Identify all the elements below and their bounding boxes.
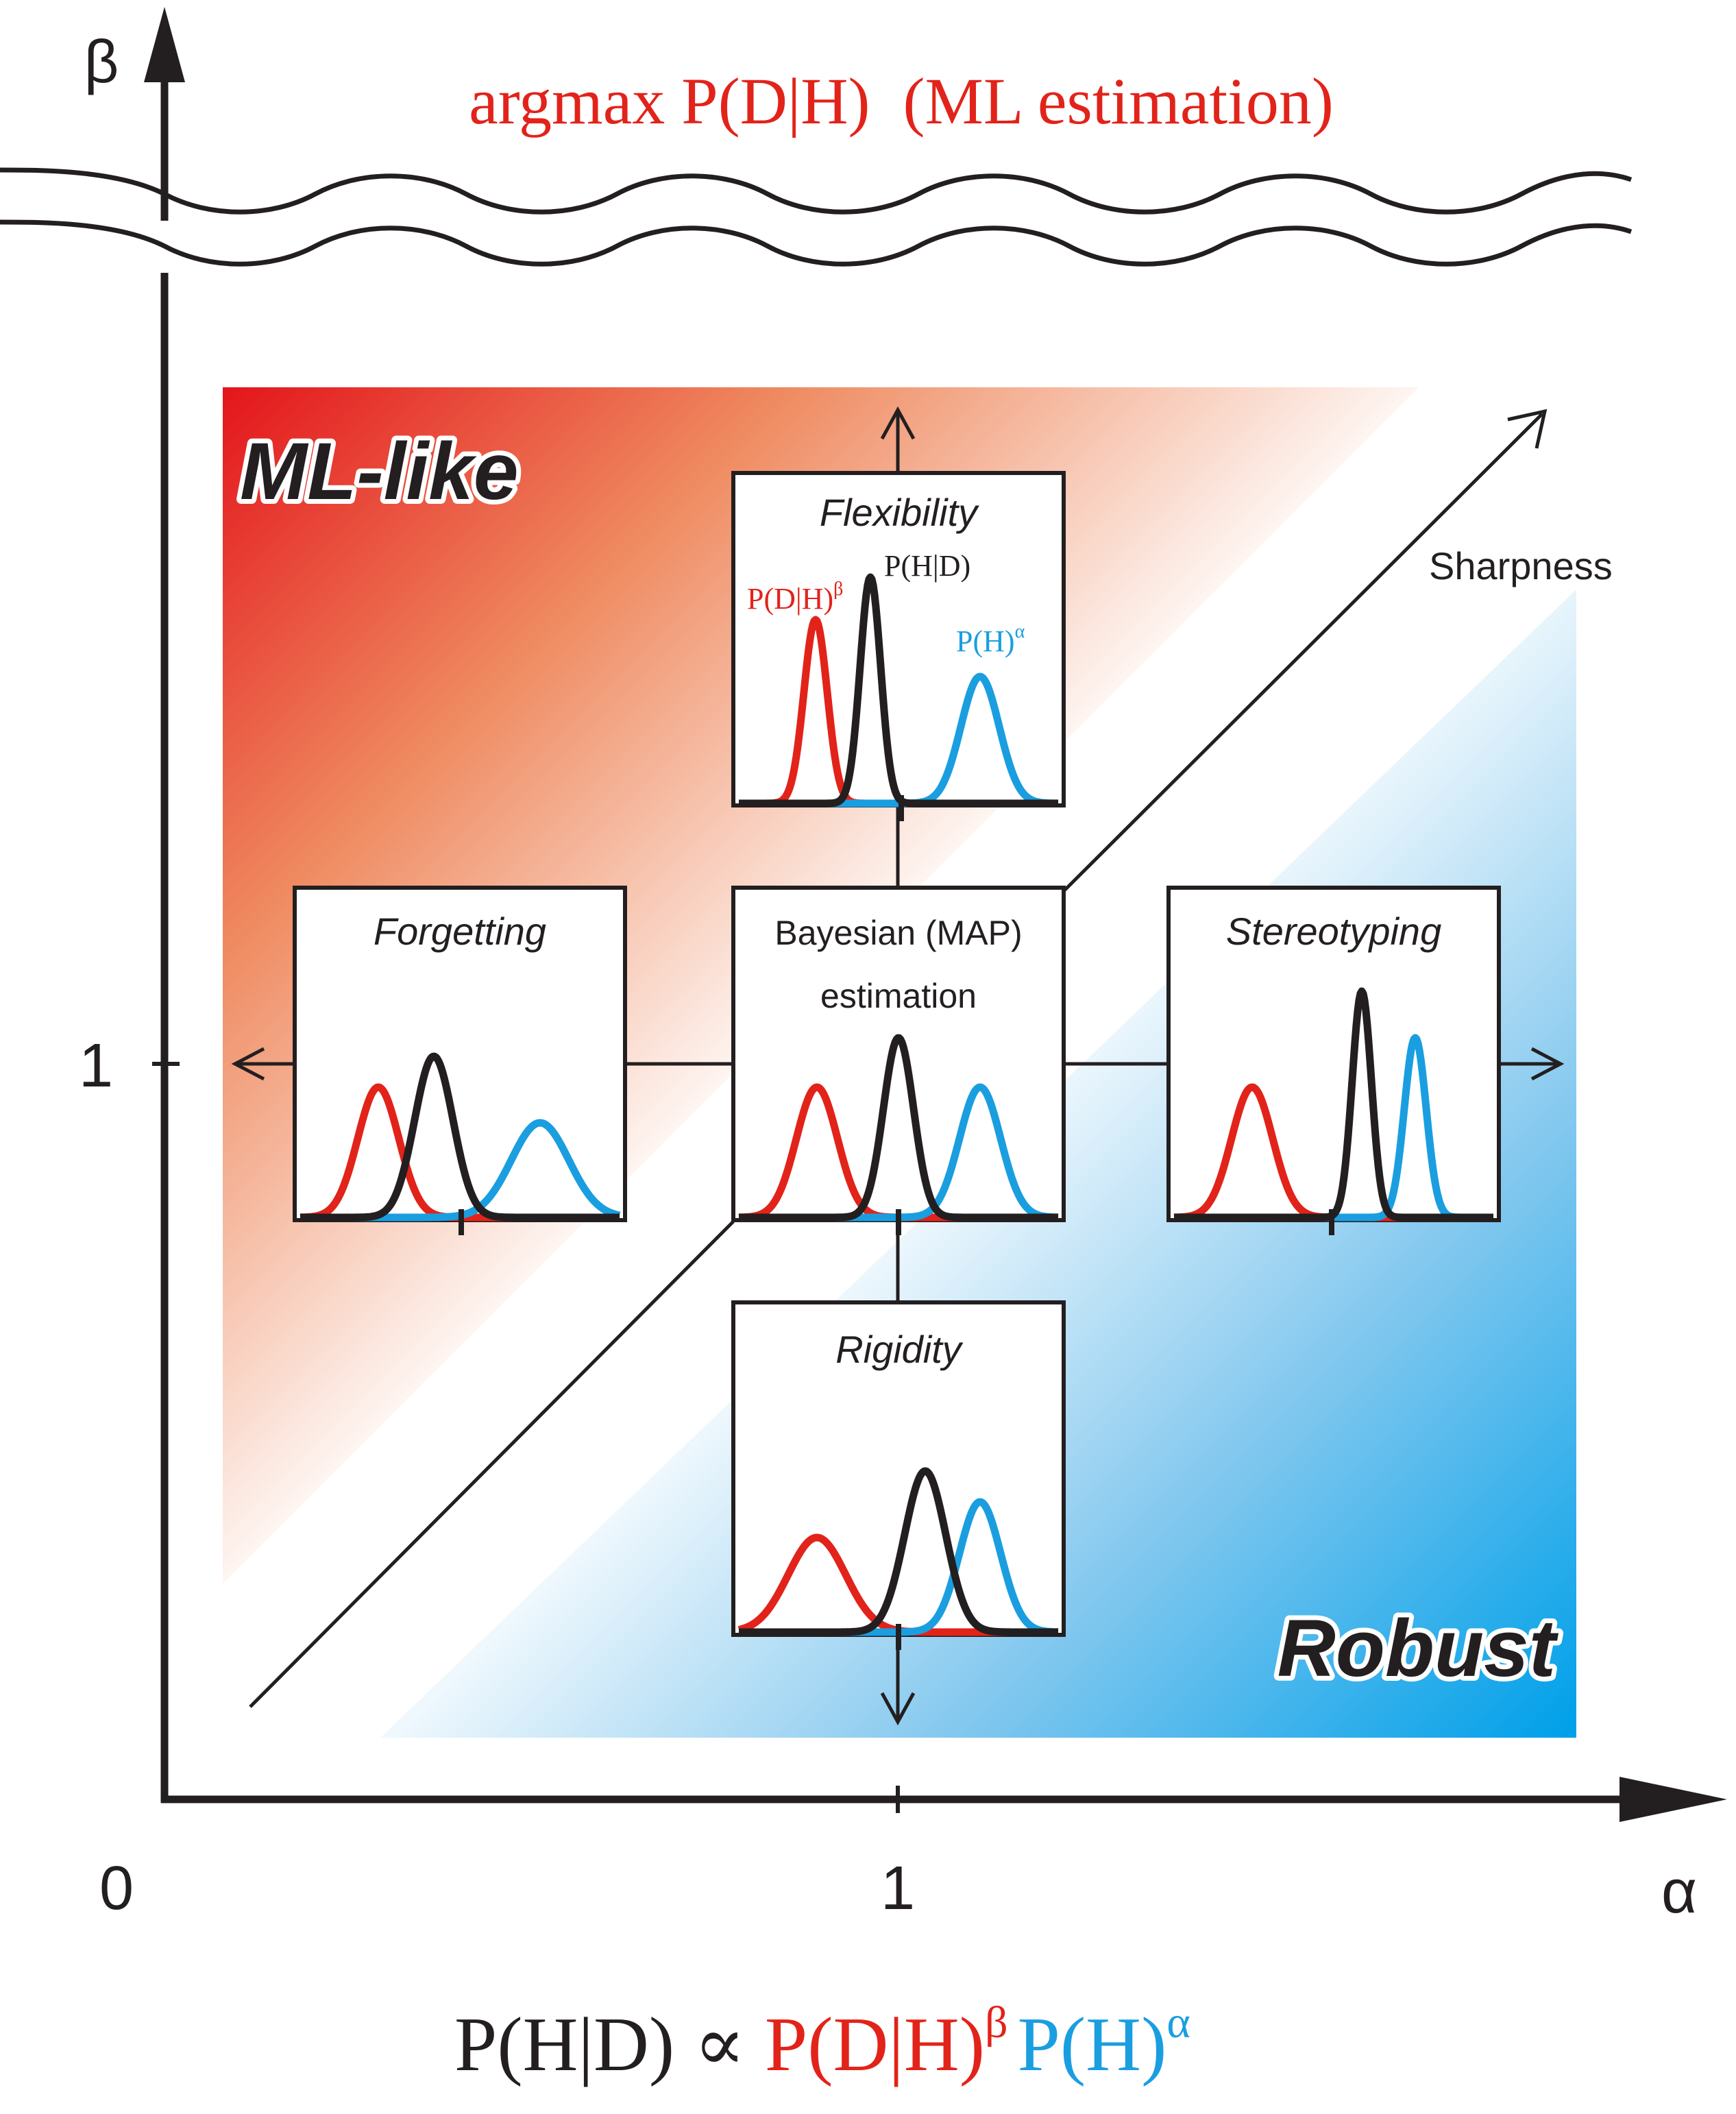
- stereotyping-panel: Stereotyping: [1166, 886, 1501, 1235]
- bayesian-title-line2: estimation: [820, 977, 977, 1015]
- flexibility-curves: [736, 573, 1061, 821]
- rigidity-title: Rigidity: [835, 1328, 964, 1371]
- sharpness-arrowhead: [1507, 409, 1548, 449]
- posterior-curve: [736, 1034, 1061, 1222]
- forgetting-panel: Forgetting: [293, 886, 627, 1235]
- arrow-right-head: [1530, 1047, 1565, 1081]
- flexibility-panel: Flexibility P(D|H)β P(H|D) P(H)α: [731, 471, 1066, 821]
- flexibility-prior-label: P(H)α: [956, 621, 1025, 658]
- ml-estimation-label: argmax P(D|H) (ML estimation): [469, 64, 1334, 138]
- forgetting-curves: [297, 1052, 622, 1235]
- posterior-curve: [297, 1052, 622, 1222]
- origin-tick-label: 0: [99, 1854, 134, 1923]
- flexibility-likelihood-label: P(D|H)β: [747, 579, 843, 616]
- formula-likelihood-exp: β: [985, 1997, 1008, 2048]
- rigidity-curves: [736, 1467, 1061, 1650]
- y-axis-arrowhead: [144, 7, 185, 82]
- formula-lhs: P(H|D) ∝: [454, 2002, 765, 2087]
- stereotyping-title: Stereotyping: [1226, 910, 1441, 953]
- formula-prior-exp: α: [1166, 1997, 1190, 2048]
- flexibility-title: Flexibility: [820, 491, 979, 534]
- y-axis-label: β: [84, 27, 119, 95]
- bayesian-title-line1: Bayesian (MAP): [774, 914, 1022, 952]
- flexibility-posterior-label: P(H|D): [884, 549, 970, 583]
- posterior-curve: [736, 1467, 1061, 1636]
- axis-break-wave-lower: [0, 219, 1633, 267]
- stereotyping-curves: [1171, 987, 1496, 1235]
- formula-likelihood: P(D|H): [765, 2002, 985, 2087]
- bayesian-map-panel: Bayesian (MAP) estimation: [731, 886, 1066, 1235]
- ml-like-label: ML-like: [240, 426, 519, 517]
- sharpness-diagonal-lower: [249, 1220, 735, 1708]
- x-tick-one-label: 1: [881, 1854, 915, 1923]
- arrow-down-head: [880, 1692, 916, 1726]
- sharpness-label: Sharpness: [1429, 544, 1613, 587]
- x-axis-arrowhead: [1619, 1777, 1727, 1822]
- forgetting-title: Forgetting: [374, 910, 546, 953]
- robust-label: Robust: [1277, 1603, 1559, 1694]
- axis-break-wave-upper: [0, 167, 1633, 215]
- arrow-up-head: [880, 406, 916, 440]
- rigidity-panel: Rigidity: [731, 1300, 1066, 1650]
- bayesian-curves: [736, 1034, 1061, 1235]
- x-axis-label: α: [1661, 1858, 1697, 1926]
- formula-prior: P(H): [1018, 2002, 1167, 2087]
- arrow-left-head: [231, 1047, 265, 1081]
- sharpness-diagonal-upper: [1062, 413, 1543, 892]
- y-tick-one-label: 1: [79, 1032, 113, 1100]
